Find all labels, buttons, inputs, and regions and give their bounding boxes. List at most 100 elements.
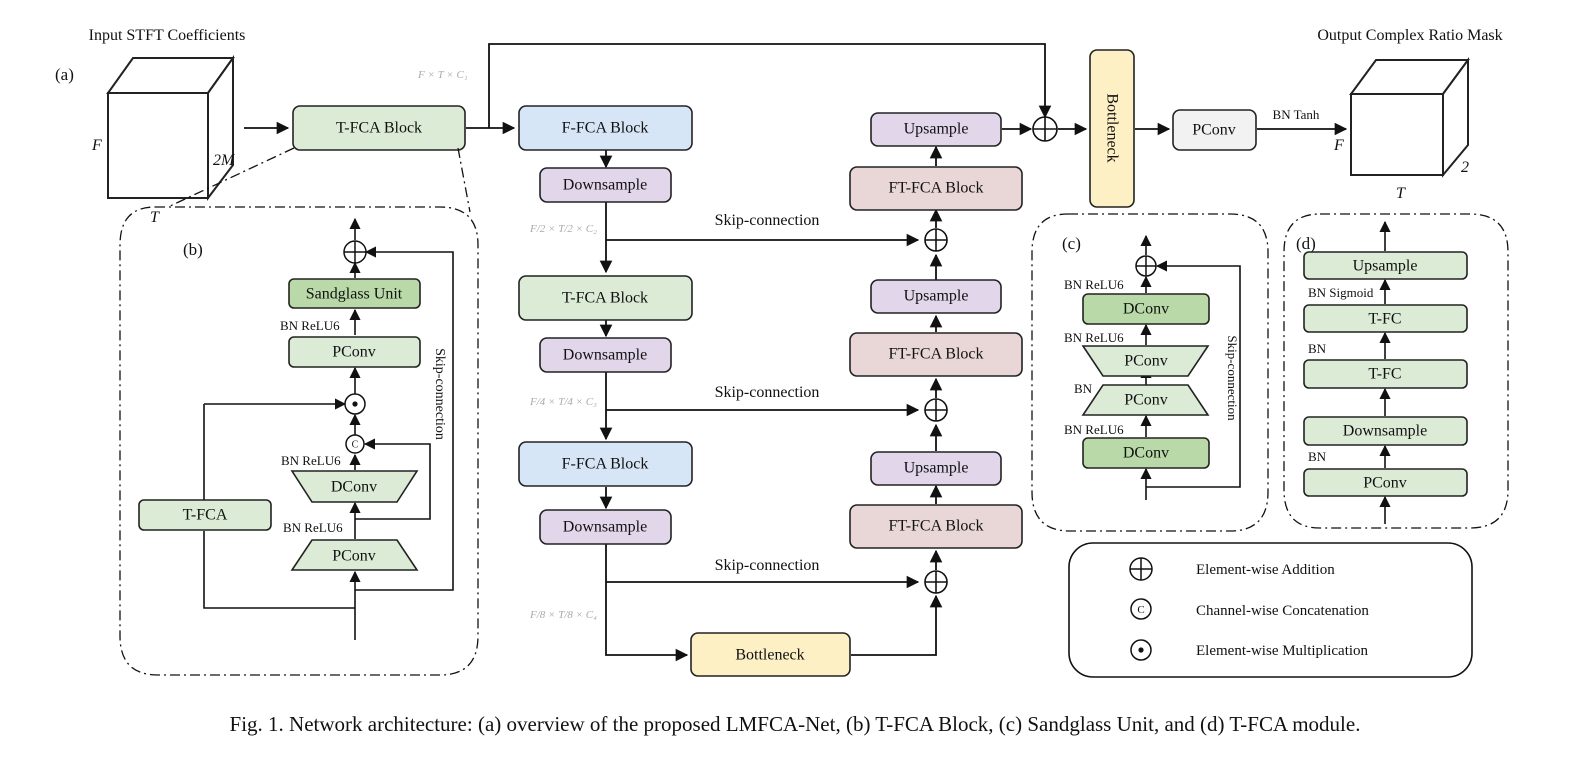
- dim-label-3: F/4 × T/4 × C₃: [529, 396, 597, 408]
- svg-text:Upsample: Upsample: [904, 288, 969, 305]
- concat-symbol-b: C: [352, 440, 359, 451]
- svg-text:T-FCA: T-FCA: [183, 507, 228, 524]
- panel-d-label: (d): [1296, 234, 1316, 253]
- panel-c-label: (c): [1062, 234, 1081, 253]
- upsample-3: Upsample: [870, 451, 1002, 486]
- panel-c-pconv-bot: PConv: [1081, 384, 1210, 416]
- panel-c-skip-label: Skip-connection: [1225, 335, 1240, 421]
- svg-text:Upsample: Upsample: [904, 460, 969, 477]
- panel-d-tfc-bot: T-FC: [1303, 359, 1468, 389]
- downsample-2: Downsample: [539, 337, 672, 373]
- upsample-2: Upsample: [870, 279, 1002, 314]
- legend-concat-symbol: C: [1137, 604, 1144, 616]
- output-cube-C: 2: [1461, 159, 1469, 176]
- panel-c-dconv-bot: DConv: [1082, 437, 1210, 469]
- panel-c-pconv-top: PConv: [1081, 345, 1210, 377]
- panel-b-dconv: DConv: [290, 470, 419, 503]
- panel-b-tfca: T-FCA: [138, 499, 272, 531]
- legend-add-label: Element-wise Addition: [1196, 562, 1335, 578]
- svg-text:DConv: DConv: [1123, 301, 1169, 318]
- panel-c-frame: [1031, 213, 1269, 532]
- svg-text:FT-FCA Block: FT-FCA Block: [889, 346, 984, 363]
- panel-b-frame: [119, 147, 479, 676]
- panel-c-add: [1135, 255, 1157, 277]
- svg-text:Upsample: Upsample: [904, 121, 969, 138]
- panel-b-pconv-bot: PConv: [290, 539, 419, 571]
- svg-text:PConv: PConv: [1363, 475, 1407, 492]
- legend-add-icon: [1129, 557, 1153, 581]
- ftfca-block-1: FT-FCA Block: [849, 166, 1023, 211]
- panel-d-act-2: BN: [1308, 341, 1327, 356]
- pconv-output: PConv: [1172, 109, 1257, 151]
- legend-concat-icon: [1130, 598, 1152, 620]
- skip-label-3: Skip-connection: [715, 557, 820, 574]
- panel-b-pconv-top: PConv: [288, 336, 421, 368]
- panel-b-ops: [343, 240, 367, 454]
- panel-d-act-3: BN: [1308, 449, 1327, 464]
- panel-d-frame: [1283, 213, 1509, 529]
- svg-text:PConv: PConv: [1124, 353, 1168, 370]
- panel-c-act-4: BN ReLU6: [1064, 422, 1124, 437]
- svg-text:T-FCA Block: T-FCA Block: [562, 290, 648, 307]
- dim-label-4: F/8 × T/8 × C₄: [529, 609, 597, 621]
- ffca-block-2: F-FCA Block: [518, 441, 693, 487]
- dim-label-1: F × T × C₁: [417, 69, 468, 81]
- ffca-block-1: F-FCA Block: [518, 105, 693, 151]
- svg-text:Bottleneck: Bottleneck: [735, 647, 804, 664]
- svg-text:PConv: PConv: [332, 344, 376, 361]
- tfca-block-mid: T-FCA Block: [518, 275, 693, 321]
- panel-c-act-1: BN ReLU6: [1064, 277, 1124, 292]
- panel-d-upsample: Upsample: [1303, 251, 1468, 280]
- panel-b-act-1: BN ReLU6: [280, 318, 340, 333]
- legend-mult-label: Element-wise Multiplication: [1196, 643, 1369, 659]
- svg-text:Downsample: Downsample: [563, 177, 647, 194]
- output-activation: BN Tanh: [1273, 107, 1320, 122]
- input-cube-F: F: [91, 137, 102, 154]
- panel-c-act-3: BN: [1074, 381, 1093, 396]
- svg-text:Downsample: Downsample: [563, 347, 647, 364]
- output-cube-F: F: [1333, 137, 1344, 154]
- panel-b-act-2: BN ReLU6: [281, 453, 341, 468]
- svg-text:PConv: PConv: [1124, 392, 1168, 409]
- panel-c-act-2: BN ReLU6: [1064, 330, 1124, 345]
- svg-text:Upsample: Upsample: [1353, 258, 1418, 275]
- svg-text:PConv: PConv: [1192, 122, 1236, 139]
- downsample-3: Downsample: [539, 509, 672, 545]
- svg-text:Bottleneck: Bottleneck: [1104, 93, 1121, 162]
- figure-caption: Fig. 1. Network architecture: (a) overvi…: [229, 712, 1361, 736]
- output-cube: [1349, 56, 1470, 178]
- mult-dot-b: [352, 401, 358, 407]
- panel-d-tfc-top: T-FC: [1303, 304, 1468, 333]
- input-cube-C: 2M: [213, 152, 236, 169]
- svg-text:Downsample: Downsample: [563, 519, 647, 536]
- skip-label-1: Skip-connection: [715, 212, 820, 229]
- svg-text:PConv: PConv: [332, 548, 376, 565]
- input-cube-T: T: [150, 209, 160, 226]
- output-title: Output Complex Ratio Mask: [1317, 27, 1502, 44]
- bottleneck-vertical: Bottleneck: [1089, 49, 1135, 208]
- panel-b-act-3: BN ReLU6: [283, 520, 343, 535]
- svg-text:Sandglass Unit: Sandglass Unit: [306, 286, 403, 303]
- panel-a-connectors: [244, 43, 1348, 662]
- panel-b-connectors: [203, 217, 454, 640]
- svg-text:DConv: DConv: [1123, 445, 1169, 462]
- legend-concat-label: Channel-wise Concatenation: [1196, 603, 1369, 619]
- sandglass-unit-box: Sandglass Unit: [288, 278, 421, 309]
- input-cube: [106, 54, 235, 201]
- add-circles-a: [924, 116, 1058, 594]
- tfca-block-top: T-FCA Block: [292, 105, 466, 151]
- skip-label-2: Skip-connection: [715, 384, 820, 401]
- upsample-1: Upsample: [870, 112, 1002, 147]
- svg-text:FT-FCA Block: FT-FCA Block: [889, 518, 984, 535]
- svg-text:F-FCA Block: F-FCA Block: [562, 456, 649, 473]
- svg-text:F-FCA Block: F-FCA Block: [562, 120, 649, 137]
- panel-b-skip-label: Skip-connection: [432, 348, 447, 440]
- panel-d-pconv: PConv: [1303, 468, 1468, 497]
- panel-a-label: (a): [55, 65, 74, 84]
- panel-b-label: (b): [183, 240, 203, 259]
- svg-text:DConv: DConv: [331, 479, 377, 496]
- legend-box: [1068, 542, 1473, 678]
- legend-mult-dot: [1138, 647, 1144, 653]
- panel-d-downsample: Downsample: [1303, 416, 1468, 446]
